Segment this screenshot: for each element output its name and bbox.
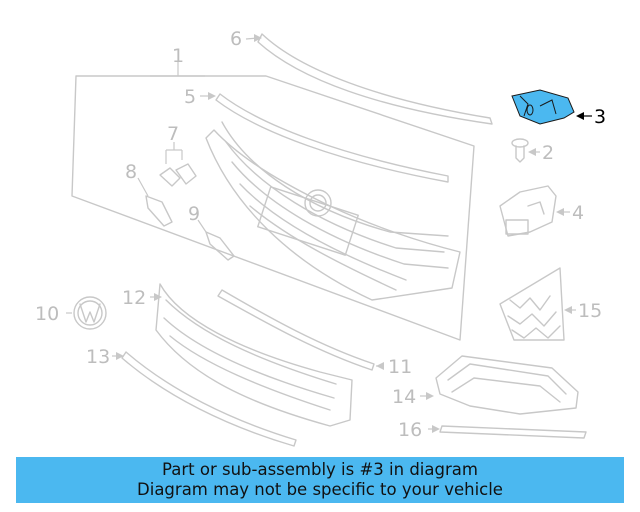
callout-16: 16 [398, 419, 422, 441]
callout-6: 6 [230, 28, 242, 50]
part-3-bracket-highlighted [511, 89, 592, 125]
part-15-mesh-insert [499, 267, 576, 341]
callout-14: 14 [392, 386, 416, 408]
parts-diagram: 1 2 3 4 5 6 7 8 9 10 11 12 13 14 15 16 [35, 28, 606, 447]
part-1-grille-panel [71, 62, 475, 341]
banner-line-2: Diagram may not be specific to your vehi… [137, 480, 503, 499]
part-9-clip [197, 219, 235, 261]
callout-1: 1 [172, 45, 184, 67]
part-11-strip [217, 289, 384, 371]
part-5-trim-strip [200, 92, 449, 183]
callout-7: 7 [167, 123, 179, 145]
info-banner: Part or sub-assembly is #3 in diagram Di… [16, 457, 624, 503]
part-13-lower-strip [112, 351, 297, 447]
part-2-screw [511, 138, 540, 163]
callout-2: 2 [542, 142, 554, 164]
main-grille [205, 121, 461, 301]
callout-9: 9 [188, 203, 200, 225]
callout-5: 5 [184, 86, 196, 108]
callout-10: 10 [35, 303, 59, 325]
part-4-sensor-bracket [499, 185, 570, 237]
part-7-clips [159, 142, 197, 187]
part-16-lower-trim [428, 425, 587, 439]
part-12-lower-grille [150, 283, 353, 427]
callout-4: 4 [572, 202, 584, 224]
callout-12: 12 [122, 287, 146, 309]
banner-line-1: Part or sub-assembly is #3 in diagram [162, 460, 478, 479]
callout-11: 11 [388, 356, 412, 378]
part-6-upper-trim-strip [245, 33, 493, 125]
part-8-bracket [137, 177, 173, 227]
callout-13: 13 [86, 346, 110, 368]
callout-3: 3 [594, 106, 606, 128]
callout-8: 8 [125, 161, 137, 183]
part-14-fog-grille [420, 355, 579, 415]
callout-15: 15 [578, 300, 602, 322]
part-10-emblem [66, 296, 107, 330]
